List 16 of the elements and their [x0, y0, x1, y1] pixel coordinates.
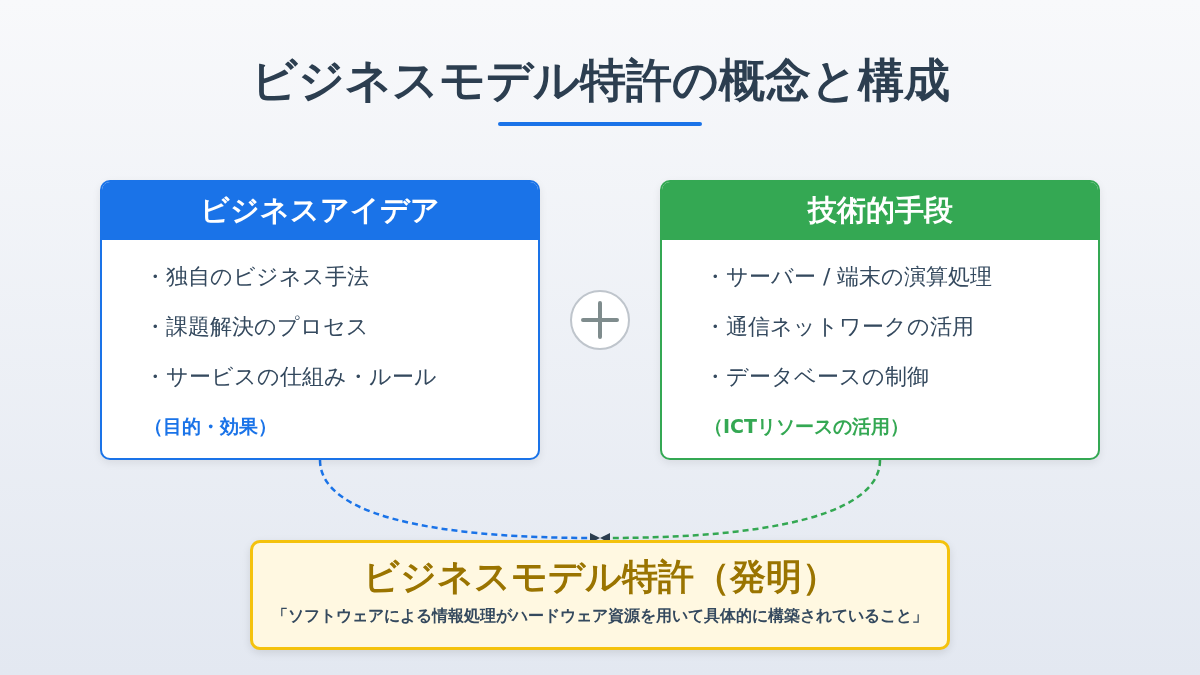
card-header: ビジネスアイデア [102, 182, 538, 240]
bullet-text: ・サービスの仕組み・ルール [144, 363, 438, 391]
bullet-text: ・データベースの制御 [704, 363, 930, 391]
card-box [660, 180, 1100, 460]
note-text: （ICTリソースの活用） [704, 414, 910, 439]
diagram-title: ビジネスモデル特許の概念と構成 [250, 52, 950, 109]
bullet-text: ・サーバー / 端末の演算処理 [704, 263, 994, 291]
bullet-text: ・独自のビジネス手法 [144, 263, 370, 291]
bullet-text: ・課題解決のプロセス [144, 313, 370, 341]
bullet-text: ・通信ネットワークの活用 [704, 313, 975, 341]
result-title: ビジネスモデル特許（発明） [362, 555, 838, 599]
result-description: 「ソフトウェアによる情報処理がハードウェア資源を用いて具体的に構築されていること」 [272, 606, 928, 627]
note-text: （目的・効果） [144, 414, 278, 439]
card-box [100, 180, 540, 460]
result-box [250, 540, 950, 650]
card-header: 技術的手段 [662, 182, 1098, 240]
